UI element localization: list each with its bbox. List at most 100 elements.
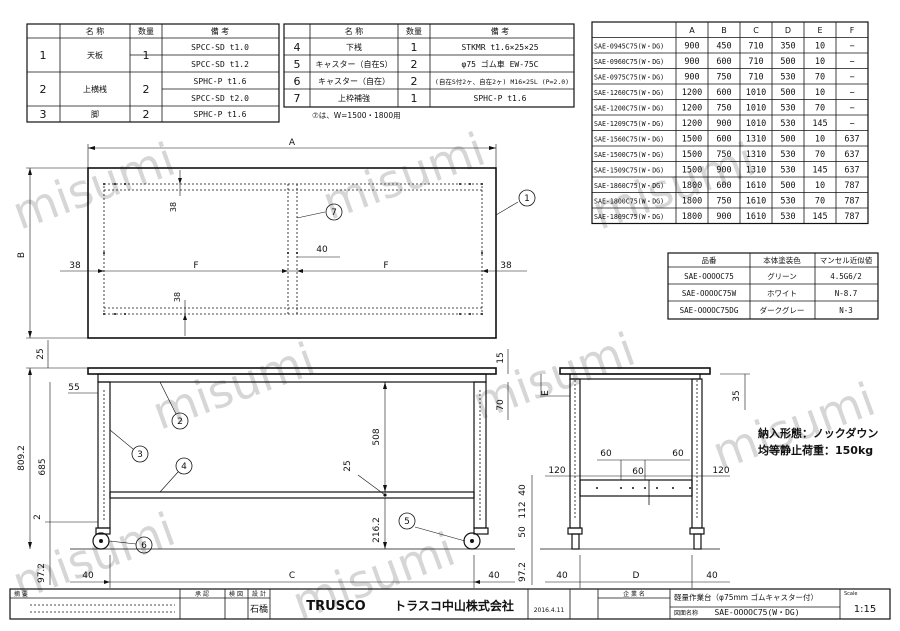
- svg-text:承 認: 承 認: [195, 590, 209, 598]
- size-cell: 70: [815, 104, 825, 114]
- svg-text:508: 508: [372, 428, 382, 445]
- svg-text:15: 15: [496, 352, 506, 363]
- svg-text:112: 112: [518, 501, 528, 518]
- size-cell: −: [849, 104, 854, 114]
- size-cell: 787: [844, 212, 859, 222]
- size-cell: 70: [815, 73, 825, 83]
- size-cell: 600: [716, 88, 731, 98]
- svg-text:(自在S付2ヶ、自在2ヶ) M16×25L (P=2.0): (自在S付2ヶ、自在2ヶ) M16×25L (P=2.0): [435, 77, 569, 86]
- svg-text:設 計: 設 計: [252, 590, 266, 598]
- svg-text:40: 40: [82, 571, 94, 581]
- size-cell: 10: [815, 88, 825, 98]
- svg-text:グリーン: グリーン: [767, 271, 797, 281]
- svg-text:60: 60: [672, 449, 684, 459]
- svg-text:35: 35: [732, 390, 742, 401]
- size-cell: 145: [812, 166, 827, 176]
- svg-text:55: 55: [68, 383, 79, 393]
- svg-text:SPCC-SD t1.2: SPCC-SD t1.2: [191, 60, 249, 69]
- svg-text:809.2: 809.2: [17, 445, 27, 471]
- svg-text:名 称: 名 称: [345, 26, 364, 36]
- size-cell: 350: [780, 42, 795, 52]
- color-table: 品番 本体塗装色 マンセル近似値 SAE-OOOOC75 グリーン 4.5G6/…: [667, 252, 879, 320]
- plan-view: A B 38 38: [17, 138, 536, 339]
- svg-text:25: 25: [343, 460, 353, 471]
- size-cell: 70: [815, 197, 825, 207]
- model-cell: SAE-1800C75(W・DG): [594, 198, 664, 206]
- callout-4: 4: [181, 462, 187, 472]
- svg-text:25: 25: [36, 348, 46, 359]
- size-cell: 750: [716, 104, 731, 114]
- size-cell: 600: [716, 181, 731, 191]
- svg-text:4.5G6/2: 4.5G6/2: [830, 272, 862, 281]
- svg-text:60: 60: [632, 467, 644, 477]
- size-cell: 1200: [682, 88, 702, 98]
- dim-F-right: F: [383, 261, 388, 271]
- svg-text:3: 3: [40, 108, 47, 121]
- size-cell: 900: [716, 119, 731, 129]
- svg-text:2: 2: [40, 83, 47, 96]
- header-name: 名 称: [86, 26, 105, 36]
- svg-text:2: 2: [33, 514, 43, 520]
- size-cell: 710: [748, 57, 763, 67]
- model-cell: SAE-1560C75(W・DG): [594, 136, 664, 144]
- svg-text:図面名称: 図面名称: [674, 609, 698, 617]
- dim-F-left: F: [193, 261, 198, 271]
- size-cell: 70: [815, 150, 825, 160]
- model-cell: SAE-1500C75(W・DG): [594, 151, 664, 159]
- svg-text:上横桟: 上横桟: [83, 84, 107, 94]
- size-cell: 530: [780, 119, 795, 129]
- size-header: E: [817, 26, 822, 35]
- size-cell: 900: [716, 212, 731, 222]
- size-cell: 787: [844, 197, 859, 207]
- size-cell: 900: [684, 57, 699, 67]
- size-cell: 1800: [682, 212, 702, 222]
- svg-text:120: 120: [548, 466, 565, 476]
- size-cell: 600: [716, 135, 731, 145]
- svg-text:摘 要: 摘 要: [14, 590, 28, 598]
- svg-text:1: 1: [143, 49, 150, 62]
- svg-text:97.2: 97.2: [518, 562, 528, 582]
- svg-text:SPCC-SD t1.0: SPCC-SD t1.0: [191, 43, 249, 52]
- svg-text:企 業 名: 企 業 名: [623, 590, 645, 598]
- size-cell: 10: [815, 181, 825, 191]
- caster-right: [463, 527, 489, 550]
- svg-text:50: 50: [518, 526, 528, 538]
- size-cell: −: [849, 73, 854, 83]
- model-cell: SAE-1209C75(W・DG): [594, 120, 664, 128]
- svg-text:1: 1: [411, 41, 418, 54]
- size-cell: 145: [812, 119, 827, 129]
- size-cell: 750: [716, 150, 731, 160]
- svg-text:97.2: 97.2: [37, 563, 47, 583]
- size-cell: 1310: [746, 166, 766, 176]
- callout-2: 2: [177, 417, 183, 427]
- dim-E: E: [541, 390, 551, 396]
- svg-text:38: 38: [169, 202, 178, 212]
- svg-text:2: 2: [143, 108, 150, 121]
- drawing-date: 2016.4.11: [534, 607, 565, 614]
- svg-text:上枠補強: 上枠補強: [338, 93, 370, 103]
- model-cell: SAE-0975C75(W・DG): [594, 74, 664, 82]
- model-cell: SAE-1809C75(W・DG): [594, 213, 664, 221]
- svg-text:天板: 天板: [87, 50, 103, 60]
- scale: 1:15: [854, 604, 876, 615]
- parts-table-2: 名 称 数量 備 考 4 下桟 1 STKMR t1.6×25×25 5 キャス…: [283, 23, 575, 120]
- header-qty: 数量: [138, 26, 154, 36]
- title-block: 摘 要 承 認 検 図 設 計 石橋 TRUSCO トラスコ中山株式会社 201…: [9, 588, 891, 620]
- svg-text:Scale: Scale: [844, 591, 857, 597]
- size-cell: 750: [716, 197, 731, 207]
- size-cell: 1610: [746, 181, 766, 191]
- size-cell: 1610: [746, 197, 766, 207]
- callout-5: 5: [404, 517, 410, 527]
- size-cell: 1500: [682, 135, 702, 145]
- delivery-spec: 納入形態：ノックダウン: [758, 426, 878, 440]
- svg-text:70: 70: [496, 399, 506, 411]
- size-cell: 530: [780, 150, 795, 160]
- size-cell: 1010: [746, 119, 766, 129]
- svg-text:検 図: 検 図: [229, 590, 243, 598]
- svg-text:1: 1: [411, 92, 418, 105]
- model-cell: SAE-0960C75(W・DG): [594, 58, 664, 66]
- svg-text:misumi: misumi: [5, 502, 182, 610]
- size-cell: 710: [748, 42, 763, 52]
- dim-B: B: [17, 252, 27, 258]
